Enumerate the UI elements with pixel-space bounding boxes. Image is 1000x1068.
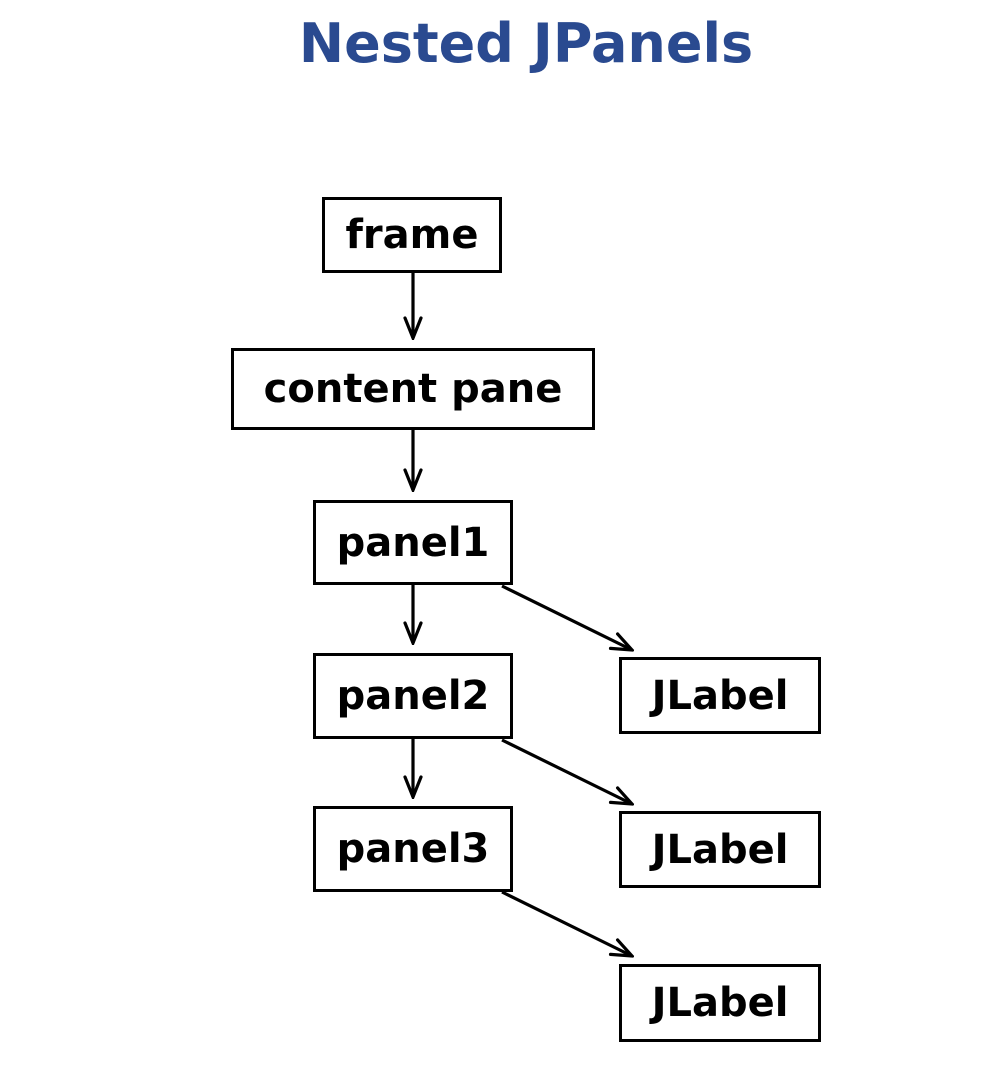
edge-panel2-to-jlabel bbox=[501, 738, 632, 804]
node-panel2: panel2 bbox=[313, 653, 513, 739]
node-jlabel-3: JLabel bbox=[619, 964, 821, 1042]
node-jlabel-1: JLabel bbox=[619, 657, 821, 734]
node-jlabel-2: JLabel bbox=[619, 811, 821, 888]
node-frame: frame bbox=[322, 197, 502, 273]
edge-panel3-to-jlabel bbox=[501, 890, 632, 956]
diagram-title: Nested JPanels bbox=[298, 12, 754, 75]
edge-panel1-to-jlabel bbox=[501, 584, 632, 650]
node-panel3: panel3 bbox=[313, 806, 513, 892]
node-content-pane: content pane bbox=[231, 348, 595, 430]
node-panel1: panel1 bbox=[313, 500, 513, 585]
